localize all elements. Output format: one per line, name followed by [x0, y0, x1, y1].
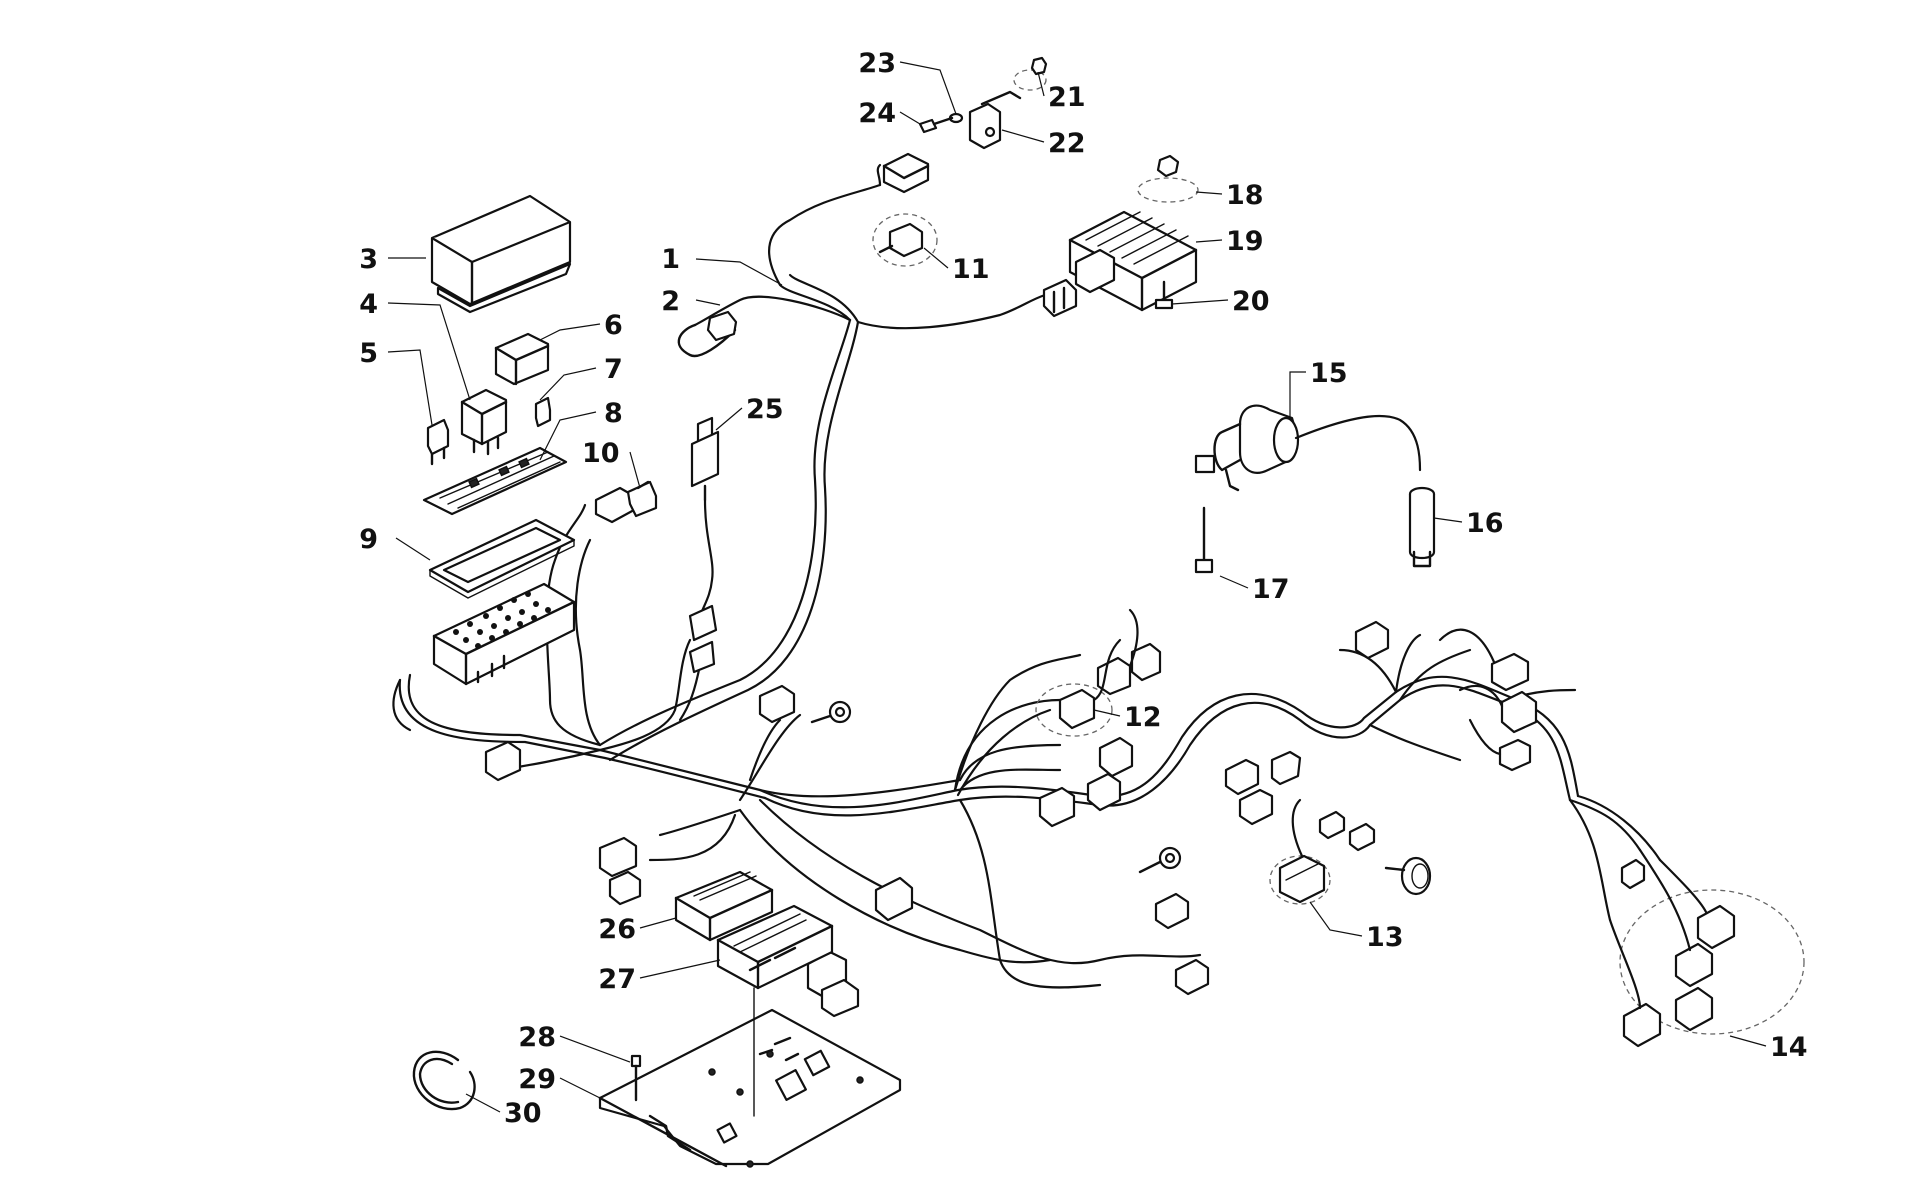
callout-10: 10	[582, 438, 620, 469]
callout-5: 5	[359, 338, 378, 369]
callout-22: 22	[1048, 128, 1086, 159]
callout-20: 20	[1232, 286, 1270, 317]
callout-27: 27	[598, 964, 636, 995]
callout-30: 30	[504, 1098, 542, 1129]
part-2-connector	[677, 310, 738, 358]
part-16-spark-plug-cap	[1408, 486, 1436, 568]
connector-upper-mid	[758, 684, 796, 724]
callout-1: 1	[661, 244, 680, 275]
leader-lines	[387, 61, 1767, 1113]
ecu-connector-a	[874, 876, 914, 922]
ring-terminal-left	[810, 700, 852, 724]
callout-2: 2	[661, 286, 680, 317]
part-21-nut	[1013, 56, 1048, 91]
part-10-connector	[594, 480, 658, 524]
part-18-nut	[1137, 154, 1199, 203]
part-4-relay	[460, 388, 508, 456]
callout-15: 15	[1310, 358, 1348, 389]
part-15-ignition-coil	[1194, 404, 1422, 492]
part-26-module	[674, 870, 774, 942]
right-mid-connectors	[1154, 892, 1210, 996]
part-11-connector	[872, 213, 938, 267]
callout-26: 26	[598, 914, 636, 945]
part-8-circuit-board	[422, 446, 568, 516]
callout-9: 9	[359, 524, 378, 555]
lower-left-connectors	[598, 836, 642, 906]
part-12-connector-group	[1035, 608, 1162, 828]
callout-21: 21	[1048, 82, 1086, 113]
part-22-bracket	[968, 90, 1022, 150]
left-connector	[484, 740, 522, 782]
callout-25: 25	[746, 394, 784, 425]
part-3-fuse-box-cover	[430, 194, 572, 314]
callout-19: 19	[1226, 226, 1264, 257]
part-30-clamp	[412, 1050, 476, 1111]
callout-18: 18	[1226, 180, 1264, 211]
callout-14: 14	[1770, 1032, 1808, 1063]
wiring-harness	[392, 163, 1662, 989]
fuse-box-base	[432, 582, 576, 686]
part-29-mounting-plate	[598, 1008, 902, 1168]
part-14-connector-group	[1608, 848, 1805, 1048]
callout-24: 24	[858, 98, 896, 129]
callout-3: 3	[359, 244, 378, 275]
callout-7: 7	[604, 354, 623, 385]
callout-13: 13	[1366, 922, 1404, 953]
part-27-ecu	[716, 904, 834, 990]
callout-4: 4	[359, 289, 378, 320]
callout-11: 11	[952, 254, 990, 285]
callout-16: 16	[1466, 508, 1504, 539]
callout-28: 28	[518, 1022, 556, 1053]
callout-23: 23	[858, 48, 896, 79]
part-25-sensor	[688, 416, 720, 674]
callout-17: 17	[1252, 574, 1290, 605]
part-7-fuse	[534, 396, 552, 428]
ecu-connector-b	[806, 950, 860, 1018]
callout-6: 6	[604, 310, 623, 341]
upper-right-connectors	[1354, 620, 1538, 772]
part-17-screw	[1194, 506, 1214, 574]
part-20-screw	[1154, 280, 1174, 310]
callout-labels: 1 2 3 4 5 6 7 8 9 10 11 12 13 14 15 16 1…	[359, 48, 1807, 1129]
top-connector	[882, 152, 930, 194]
callout-8: 8	[604, 398, 623, 429]
regulator-connector	[1042, 278, 1078, 318]
callout-29: 29	[518, 1064, 556, 1095]
part-5-fuse	[426, 418, 450, 466]
part-9-gasket	[428, 518, 576, 599]
part-6-mini-relay	[494, 332, 550, 386]
ring-terminal-right	[1138, 846, 1182, 874]
part-13-connector	[1224, 750, 1432, 905]
part-28-fastener	[630, 1054, 642, 1102]
callout-12: 12	[1124, 702, 1162, 733]
part-19-regulator	[1068, 210, 1198, 312]
part-24-bolt	[918, 116, 954, 134]
